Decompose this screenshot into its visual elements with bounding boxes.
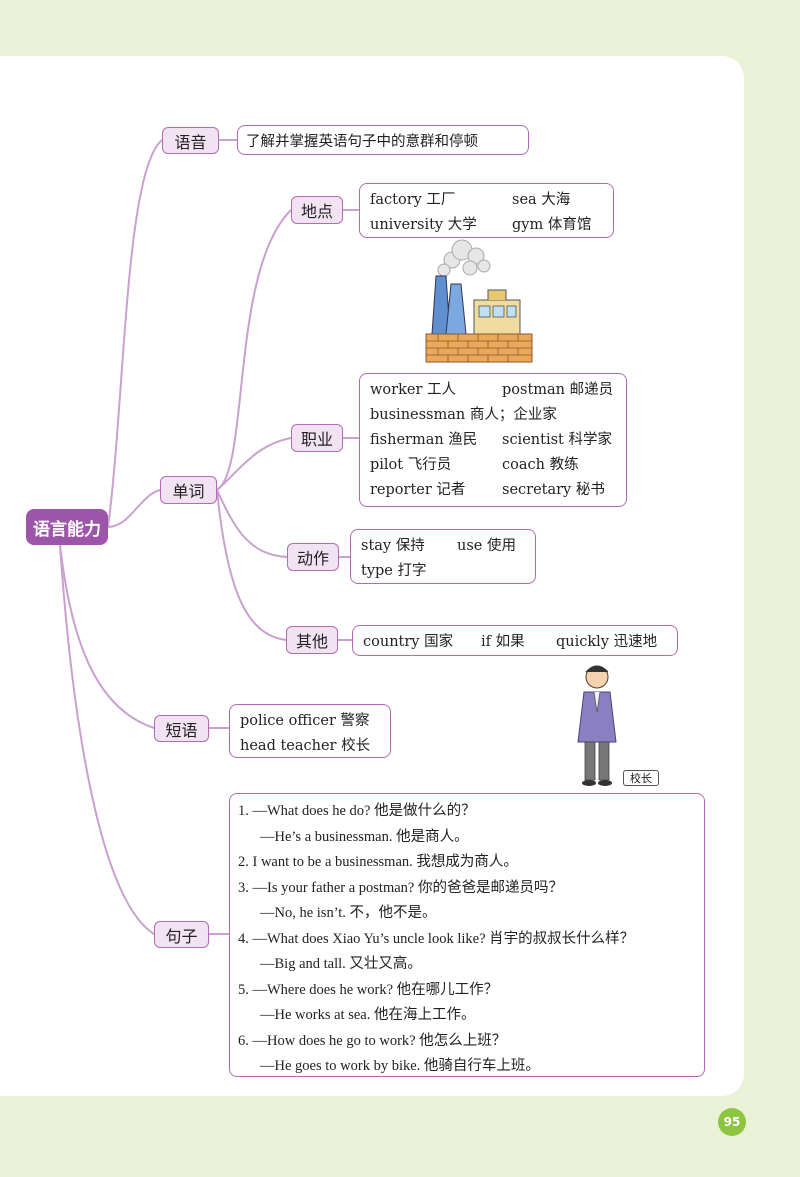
- actions-row: stay 保持 use 使用: [361, 532, 525, 557]
- sentence-line: —He works at sea. 他在海上工作。: [260, 1007, 476, 1024]
- word-item: quickly 迅速地: [556, 634, 658, 650]
- word-item: pilot 飞行员: [370, 457, 452, 473]
- subbranch-others: 其他: [286, 626, 338, 654]
- branch-words: 单词: [160, 476, 217, 504]
- factory-illustration: [425, 239, 533, 363]
- sentence-line: —Big and tall. 又壮又高。: [260, 956, 422, 973]
- head-teacher-illustration: [577, 665, 617, 786]
- actions-box: stay 保持 use 使用 type 打字: [350, 529, 536, 584]
- word-item: university 大学: [370, 217, 477, 233]
- phrase-item: police officer 警察: [240, 707, 380, 732]
- jobs-row: worker 工人 postman 邮递员: [370, 376, 616, 401]
- word-item: worker 工人: [370, 382, 456, 398]
- word-item: businessman 商人；企业家: [370, 407, 557, 423]
- word-item: postman 邮递员: [502, 382, 614, 398]
- word-item: coach 教练: [502, 457, 579, 473]
- jobs-row: fisherman 渔民 scientist 科学家: [370, 426, 616, 451]
- phrase-text: police officer 警察: [240, 713, 370, 729]
- branch-sentences: 句子: [154, 921, 209, 948]
- sentence-line: 2. I want to be a businessman. 我想成为商人。: [238, 854, 518, 871]
- word-item: sea 大海: [512, 192, 571, 208]
- pronunciation-box: 了解并掌握英语句子中的意群和停顿: [237, 125, 529, 155]
- sentence-line: 1. —What does he do? 他是做什么的？: [238, 803, 476, 820]
- word-item: if 如果: [481, 634, 525, 650]
- word-item: secretary 秘书: [502, 482, 605, 498]
- actions-row: type 打字: [361, 557, 525, 582]
- sentence-line: 5. —Where does he work? 他在哪儿工作？: [238, 981, 499, 998]
- subbranch-actions: 动作: [287, 543, 339, 571]
- word-item: type 打字: [361, 563, 427, 579]
- pronunciation-text: 了解并掌握英语句子中的意群和停顿: [246, 134, 478, 150]
- sentence-line: 4. —What does Xiao Yu’s uncle look like?…: [238, 930, 635, 947]
- word-item: factory 工厂: [370, 192, 456, 208]
- jobs-row: reporter 记者 secretary 秘书: [370, 476, 616, 501]
- subbranch-places: 地点: [291, 196, 343, 224]
- word-item: gym 体育馆: [512, 217, 592, 233]
- others-row: country 国家 if 如果 quickly 迅速地: [363, 628, 667, 653]
- head-teacher-caption: 校长: [623, 770, 659, 786]
- word-item: fisherman 渔民: [370, 432, 478, 448]
- sentence-line: —He’s a businessman. 他是商人。: [260, 828, 469, 845]
- places-row: university 大学 gym 体育馆: [370, 211, 603, 236]
- phrase-item: head teacher 校长: [240, 732, 380, 757]
- branch-phrases: 短语: [154, 715, 209, 742]
- sentence-line: 3. —Is your father a postman? 你的爸爸是邮递员吗？: [238, 879, 563, 896]
- word-item: stay 保持: [361, 538, 425, 554]
- jobs-row: pilot 飞行员 coach 教练: [370, 451, 616, 476]
- places-box: factory 工厂 sea 大海 university 大学 gym 体育馆: [359, 183, 614, 238]
- word-item: use 使用: [457, 538, 516, 554]
- places-row: factory 工厂 sea 大海: [370, 186, 603, 211]
- branch-pronunciation: 语音: [162, 127, 219, 154]
- phrases-box: police officer 警察 head teacher 校长: [229, 704, 391, 758]
- word-item: scientist 科学家: [502, 432, 612, 448]
- word-item: country 国家: [363, 634, 454, 650]
- root-node-language-ability: 语言能力: [26, 509, 108, 545]
- word-item: reporter 记者: [370, 482, 466, 498]
- sentences-box: 1. —What does he do? 他是做什么的？ —He’s a bus…: [229, 793, 705, 1077]
- sentence-line: —No, he isn’t. 不，他不是。: [260, 905, 437, 922]
- page-number: 95: [718, 1108, 746, 1136]
- sentence-line: 6. —How does he go to work? 他怎么上班？: [238, 1032, 507, 1049]
- subbranch-jobs: 职业: [291, 424, 343, 452]
- phrase-text: head teacher 校长: [240, 738, 371, 754]
- jobs-row: businessman 商人；企业家: [370, 401, 616, 426]
- others-box: country 国家 if 如果 quickly 迅速地: [352, 625, 678, 656]
- sentence-line: —He goes to work by bike. 他骑自行车上班。: [260, 1058, 540, 1075]
